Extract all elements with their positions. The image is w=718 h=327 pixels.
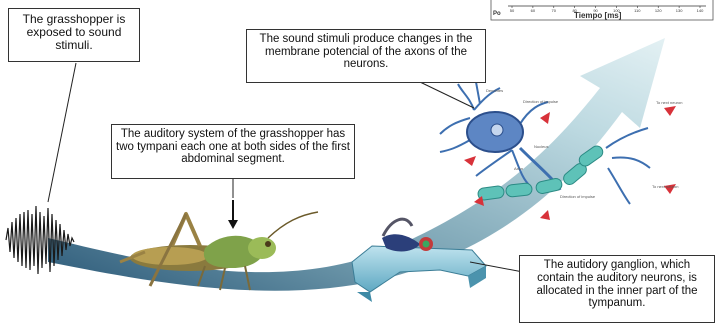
inset-plot-tick-label: 130 — [676, 8, 683, 13]
neuron-label-next-top: To next neuron — [656, 100, 682, 105]
neuron-label-nucleus: Nucleus — [534, 144, 548, 149]
callout-exposed-text: The grasshopper is exposed to sound stim… — [23, 12, 126, 52]
inset-plot-tick-label: 140 — [697, 8, 704, 13]
neuron-label-direction-top: Direction of impulse — [523, 99, 559, 104]
callout-auditory-system: The auditory system of the grasshopper h… — [111, 124, 355, 179]
neuron-label-direction-bottom: Direction of impulse — [560, 194, 596, 199]
callout-exposed: The grasshopper is exposed to sound stim… — [8, 8, 140, 62]
callout-ganglion-text: The autidory ganglion, which contain the… — [536, 259, 697, 309]
inset-plot-ylabel: Po — [493, 11, 501, 17]
callout-ganglion: The autidory ganglion, which contain the… — [519, 255, 715, 323]
leader-line-exposed — [48, 63, 76, 202]
callout-auditory-system-text: The auditory system of the grasshopper h… — [116, 128, 350, 165]
neuron-label-axon: Axon — [514, 166, 523, 171]
inset-plot-tick-label: 120 — [655, 8, 662, 13]
neuron-label-next-bottom: To next neuron — [652, 184, 678, 189]
callout-membrane: The sound stimuli produce changes in the… — [246, 29, 486, 83]
inset-plot-tick-label: 50 — [510, 8, 515, 13]
inset-plot-tick-label: 110 — [634, 8, 641, 13]
inset-plot-tick-label: 60 — [531, 8, 536, 13]
inset-plot-tick-label: 70 — [552, 8, 557, 13]
callout-membrane-text: The sound stimuli produce changes in the… — [260, 33, 473, 70]
inset-plot-xlabel: Tiempo [ms] — [574, 11, 622, 20]
neuron-label-dendrites: Dendrites — [486, 88, 503, 93]
